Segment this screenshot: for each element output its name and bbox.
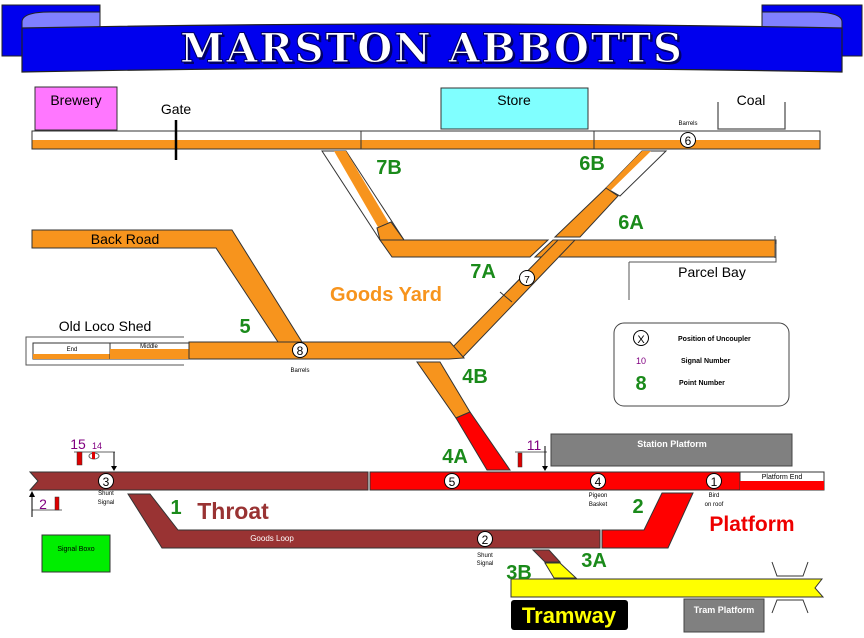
uncoupler-4-note: Pigeon	[589, 493, 608, 499]
point-7b-label: 7B	[376, 157, 402, 179]
uncoupler-5[interactable]: 5	[444, 473, 460, 490]
goods-loop-label: Goods Loop	[250, 534, 294, 543]
shed-middle-label: Middle	[140, 344, 158, 350]
gate-label: Gate	[161, 101, 192, 117]
svg-text:4: 4	[595, 475, 602, 489]
platform-label: Platform	[709, 513, 794, 536]
uncoupler-1-note: Bird	[709, 493, 720, 499]
shed-end-label: End	[67, 347, 78, 353]
page-title: MARSTON ABBOTTS	[180, 25, 684, 72]
uncoupler-6-note: Barrels	[678, 121, 697, 127]
svg-text:Signal: Signal	[98, 500, 115, 506]
point-6b-track[interactable]	[553, 150, 668, 238]
svg-text:Basket: Basket	[589, 502, 608, 508]
uncoupler-4[interactable]: 4	[590, 473, 606, 490]
throat-main-line[interactable]	[28, 471, 369, 491]
brewery-building	[34, 86, 118, 131]
svg-text:MARSTON ABBOTTS: MARSTON ABBOTTS	[182, 27, 686, 74]
point-7a-label: 7A	[470, 261, 496, 283]
legend: X Position of Uncoupler 10 Signal Number…	[613, 322, 790, 407]
svg-text:7: 7	[524, 275, 530, 286]
svg-text:on roof: on roof	[705, 502, 724, 508]
old-loco-shed-label: Old Loco Shed	[59, 318, 152, 334]
point-3b-track[interactable]	[544, 562, 578, 579]
uncoupler-2-note: Shunt	[477, 553, 493, 559]
point-5-label: 5	[239, 316, 250, 338]
station-platform	[550, 433, 793, 467]
svg-text:11: 11	[527, 437, 542, 453]
svg-text:14: 14	[92, 441, 102, 451]
uncoupler-8-note: Barrels	[290, 368, 309, 374]
svg-text:6: 6	[685, 134, 692, 148]
goods-yard-lower-road[interactable]	[188, 341, 466, 360]
coal-bay	[717, 102, 786, 130]
point-3b-label: 3B	[506, 562, 532, 584]
tramway-sign	[511, 600, 628, 630]
brewery-label: Brewery	[50, 92, 101, 108]
point-6b-label: 6B	[579, 153, 605, 175]
old-loco-shed-outline	[25, 336, 184, 366]
store-label: Store	[497, 92, 531, 108]
signal-15[interactable]: 15	[70, 436, 115, 466]
title-banner: MARSTON ABBOTTS MARSTON ABBOTTS	[1, 4, 863, 74]
uncoupler-7[interactable]: 7	[519, 270, 535, 287]
point-2-label: 2	[632, 496, 643, 518]
tramway-label: Tramway	[522, 603, 617, 628]
signal-14[interactable]: 14	[88, 441, 102, 460]
buffer-stop-top	[771, 561, 809, 577]
svg-text:8: 8	[297, 344, 304, 358]
signal-box-label: Signal Boxo	[57, 546, 94, 553]
signal-11[interactable]: 11	[515, 437, 548, 471]
point-3a-label: 3A	[581, 550, 607, 572]
uncoupler-1[interactable]: 1	[706, 473, 722, 490]
uncoupler-3[interactable]: 3	[98, 473, 114, 490]
svg-text:Signal: Signal	[477, 561, 494, 567]
goods-yard-middle-road[interactable]	[379, 239, 550, 258]
uncoupler-legend-icon	[633, 330, 649, 346]
tram-platform	[683, 598, 765, 633]
point-4a-label: 4A	[442, 446, 468, 468]
goods-yard-label: Goods Yard	[330, 284, 442, 306]
signal-2[interactable]: 2	[29, 491, 62, 517]
coal-label: Coal	[737, 92, 766, 108]
uncoupler-2[interactable]: 2	[477, 531, 493, 548]
tramway-track[interactable]	[510, 578, 825, 598]
store-building	[440, 87, 589, 130]
point-2-track[interactable]	[601, 492, 694, 549]
back-road-label: Back Road	[91, 231, 159, 247]
station-platform-label: Station Platform	[637, 439, 707, 449]
svg-text:2: 2	[39, 496, 47, 512]
signal-box[interactable]	[41, 534, 111, 573]
legend-point-example: 8	[635, 373, 646, 395]
svg-text:5: 5	[449, 475, 456, 489]
tram-platform-label: Tram Platform	[694, 605, 755, 615]
buffer-stop-bottom	[771, 599, 809, 614]
point-4a-track[interactable]	[455, 411, 511, 471]
point-1-label: 1	[170, 497, 181, 519]
svg-text:3: 3	[103, 475, 110, 489]
svg-text:X: X	[637, 334, 645, 346]
uncoupler-3-note: Shunt	[98, 491, 114, 497]
parcel-bay-label: Parcel Bay	[678, 264, 746, 280]
legend-point-label: Point Number	[679, 380, 725, 387]
legend-signal-label: Signal Number	[681, 358, 731, 365]
platform-main-line[interactable]	[369, 471, 741, 491]
top-siding[interactable]	[31, 130, 821, 150]
point-4b-label: 4B	[462, 366, 488, 388]
uncoupler-6[interactable]: 6	[680, 132, 696, 149]
legend-uncoupler-label: Position of Uncoupler	[678, 336, 751, 343]
platform-end-label: Platform End	[762, 474, 803, 481]
throat-label: Throat	[197, 498, 269, 524]
parcel-bay-outline	[629, 244, 777, 263]
point-6a-label: 6A	[618, 212, 644, 234]
uncoupler-8[interactable]: 8	[292, 342, 308, 359]
svg-text:15: 15	[70, 436, 86, 452]
svg-text:1: 1	[711, 475, 718, 489]
legend-signal-example: 10	[636, 356, 646, 366]
svg-text:2: 2	[482, 533, 489, 547]
point-3a-track[interactable]	[531, 549, 562, 563]
